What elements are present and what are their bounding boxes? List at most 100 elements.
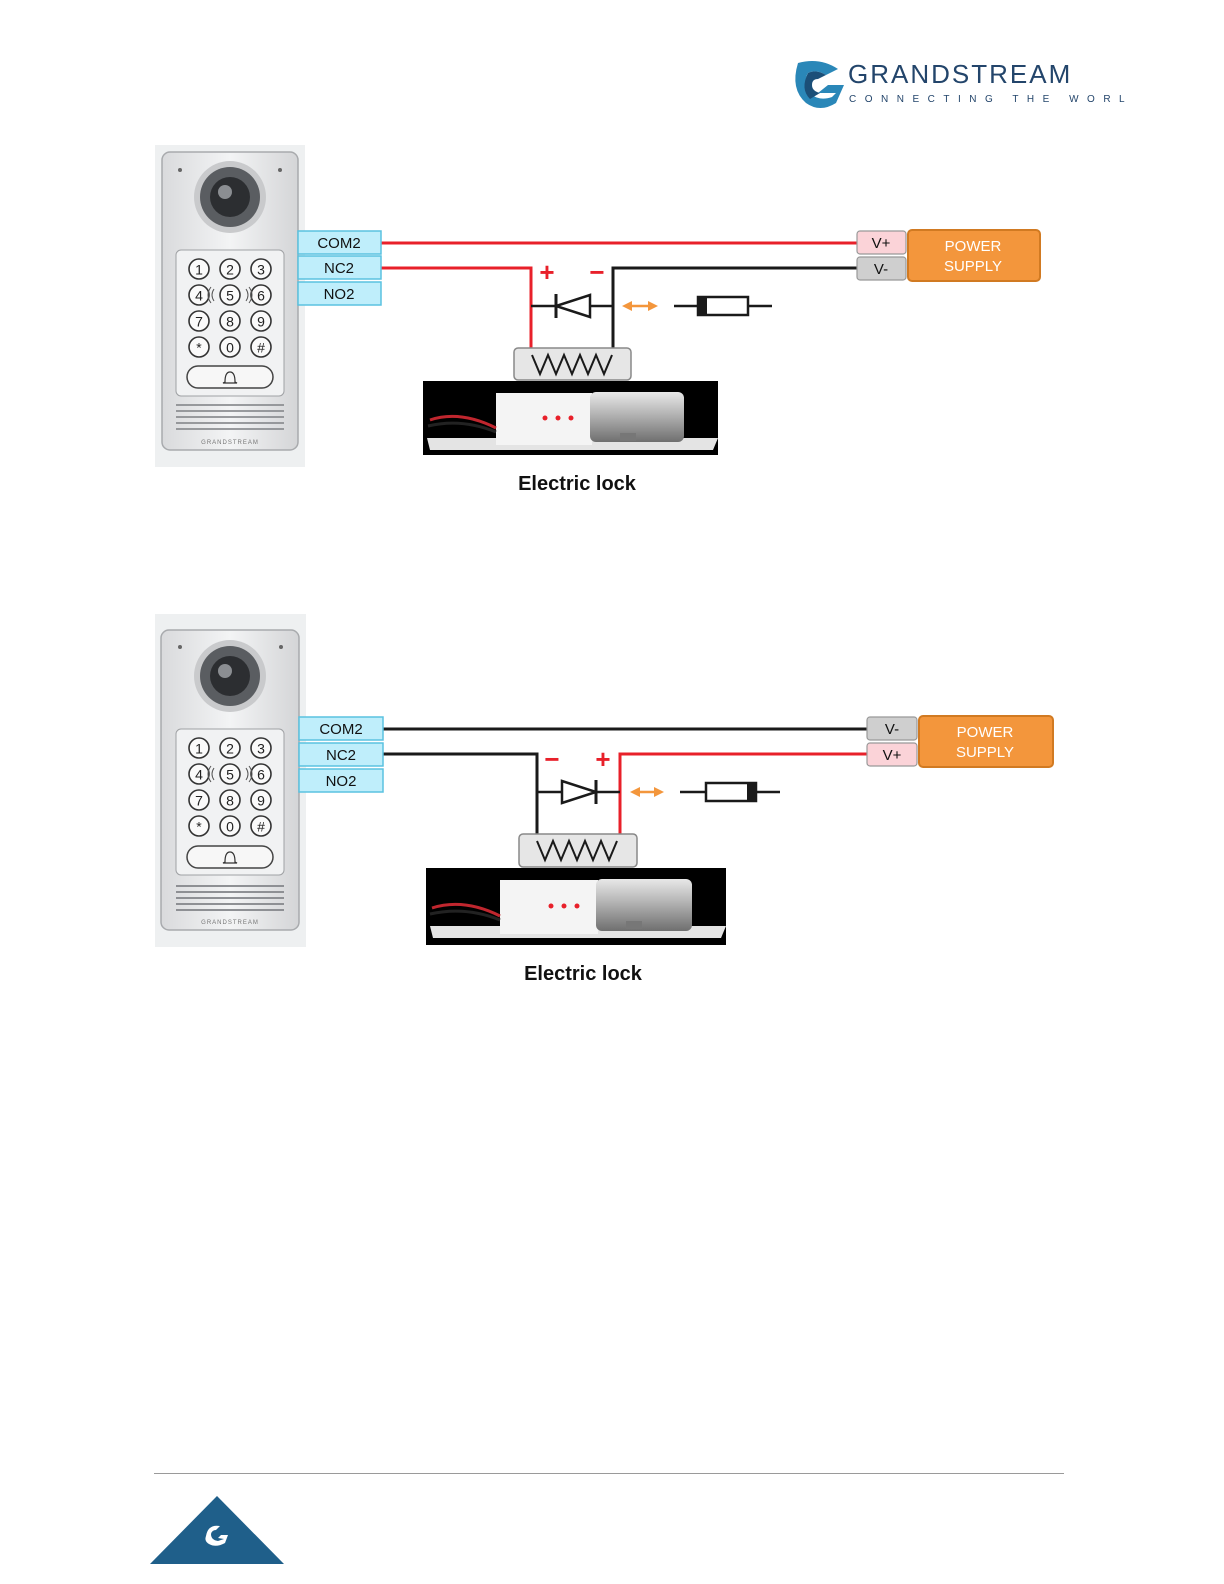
terminal-no2: NO2 — [324, 286, 355, 303]
key: 1 — [189, 259, 209, 279]
svg-text:#: # — [257, 819, 265, 835]
wires — [383, 729, 868, 835]
key: 9 — [251, 790, 271, 810]
terminal-no2: NO2 — [326, 773, 357, 790]
terminal-nc2: NC2 — [326, 747, 356, 764]
key: 9 — [251, 311, 271, 331]
svg-text:*: * — [196, 819, 202, 835]
key: 2 — [220, 259, 240, 279]
wires — [381, 243, 858, 350]
polarity-left: − — [544, 744, 559, 774]
svg-text:1: 1 — [195, 741, 203, 757]
power-supply-label-line1: POWER — [957, 724, 1014, 741]
terminal-com2: COM2 — [319, 721, 362, 738]
svg-text:6: 6 — [257, 767, 265, 783]
device-brand: GRANDSTREAM — [201, 920, 259, 926]
key: 2 — [220, 738, 240, 758]
svg-text:7: 7 — [195, 314, 203, 330]
key: 4 — [189, 285, 209, 305]
device-brand: GRANDSTREAM — [201, 440, 259, 446]
camera-icon — [194, 161, 266, 233]
electric-lock-photo — [423, 381, 718, 455]
diode-component-icon — [680, 783, 780, 801]
supply-terminal-top: V+ — [872, 235, 891, 252]
svg-text:4: 4 — [195, 288, 203, 304]
key: # — [251, 816, 271, 836]
intercom-device: 1 2 3 4 5 6 7 8 9 * 0 # GRANDSTREAM — [155, 145, 305, 467]
wire-nc2-lock — [381, 268, 531, 350]
svg-text:#: # — [257, 340, 265, 356]
key: 3 — [251, 259, 271, 279]
intercom-device: 1 2 3 4 5 6 7 8 9 * 0 # GRANDSTREAM — [155, 614, 306, 947]
polarity-right: − — [589, 257, 604, 287]
svg-text:9: 9 — [257, 793, 265, 809]
key: 8 — [220, 311, 240, 331]
svg-text:7: 7 — [195, 793, 203, 809]
supply-terminal-bottom: V+ — [883, 747, 902, 764]
key: 5 — [220, 285, 240, 305]
terminal-block: COM2 NC2 NO2 — [298, 231, 381, 305]
key: 5 — [220, 764, 240, 784]
lock-caption: Electric lock — [518, 473, 637, 495]
brand-tagline: CONNECTING THE WORLD — [849, 94, 1130, 105]
key: 6 — [251, 764, 271, 784]
svg-text:2: 2 — [226, 741, 234, 757]
supply-terminal-bottom: V- — [874, 261, 888, 278]
key: 7 — [189, 311, 209, 331]
doorbell-button — [187, 846, 273, 868]
power-supply-label-line2: SUPPLY — [956, 744, 1014, 761]
svg-text:5: 5 — [226, 767, 234, 783]
diode-icon — [562, 780, 596, 804]
svg-text:5: 5 — [226, 288, 234, 304]
key: # — [251, 337, 271, 357]
camera-icon — [194, 640, 266, 712]
power-supply: V+ V- POWER SUPPLY — [857, 230, 1040, 281]
key: 3 — [251, 738, 271, 758]
brand-name: GRANDSTREAM — [848, 59, 1072, 89]
terminal-block: COM2 NC2 NO2 — [299, 717, 383, 792]
svg-text:6: 6 — [257, 288, 265, 304]
footer-logo-icon — [148, 1494, 286, 1566]
key: 0 — [220, 337, 240, 357]
wire-nc2-lock — [383, 754, 537, 835]
svg-text:9: 9 — [257, 314, 265, 330]
double-arrow-icon — [622, 301, 658, 311]
svg-text:3: 3 — [257, 741, 265, 757]
power-supply-label-line2: SUPPLY — [944, 258, 1002, 275]
supply-terminal-top: V- — [885, 721, 899, 738]
power-supply-label-line1: POWER — [945, 238, 1002, 255]
wiring-diagram-1: 1 2 3 4 5 6 7 8 9 * 0 # GRANDSTREAM — [0, 140, 1224, 510]
svg-text:0: 0 — [226, 340, 234, 356]
svg-text:3: 3 — [257, 262, 265, 278]
key: * — [189, 816, 209, 836]
diode-component-icon — [674, 297, 772, 315]
lock-caption: Electric lock — [524, 963, 643, 985]
doorbell-button — [187, 366, 273, 388]
footer-divider — [154, 1473, 1064, 1474]
polarity-right: + — [595, 744, 610, 774]
svg-text:2: 2 — [226, 262, 234, 278]
key: 4 — [189, 764, 209, 784]
key: 6 — [251, 285, 271, 305]
svg-text:8: 8 — [226, 793, 234, 809]
key: * — [189, 337, 209, 357]
wiring-diagram-2: 1 2 3 4 5 6 7 8 9 * 0 # GRANDSTREAM — [0, 610, 1224, 1000]
svg-text:1: 1 — [195, 262, 203, 278]
grandstream-logo-icon: GRANDSTREAM CONNECTING THE WORLD — [790, 55, 1130, 113]
key: 8 — [220, 790, 240, 810]
key: 0 — [220, 816, 240, 836]
key: 7 — [189, 790, 209, 810]
svg-text:*: * — [196, 340, 202, 356]
terminal-com2: COM2 — [317, 235, 360, 252]
key: 1 — [189, 738, 209, 758]
lock-coil-icon — [519, 834, 637, 867]
terminal-nc2: NC2 — [324, 260, 354, 277]
svg-text:4: 4 — [195, 767, 203, 783]
double-arrow-icon — [630, 787, 664, 797]
power-supply: V- V+ POWER SUPPLY — [867, 716, 1053, 767]
diode-icon — [556, 294, 590, 318]
electric-lock-photo — [426, 868, 726, 945]
svg-text:8: 8 — [226, 314, 234, 330]
svg-text:0: 0 — [226, 819, 234, 835]
polarity-left: + — [539, 257, 554, 287]
